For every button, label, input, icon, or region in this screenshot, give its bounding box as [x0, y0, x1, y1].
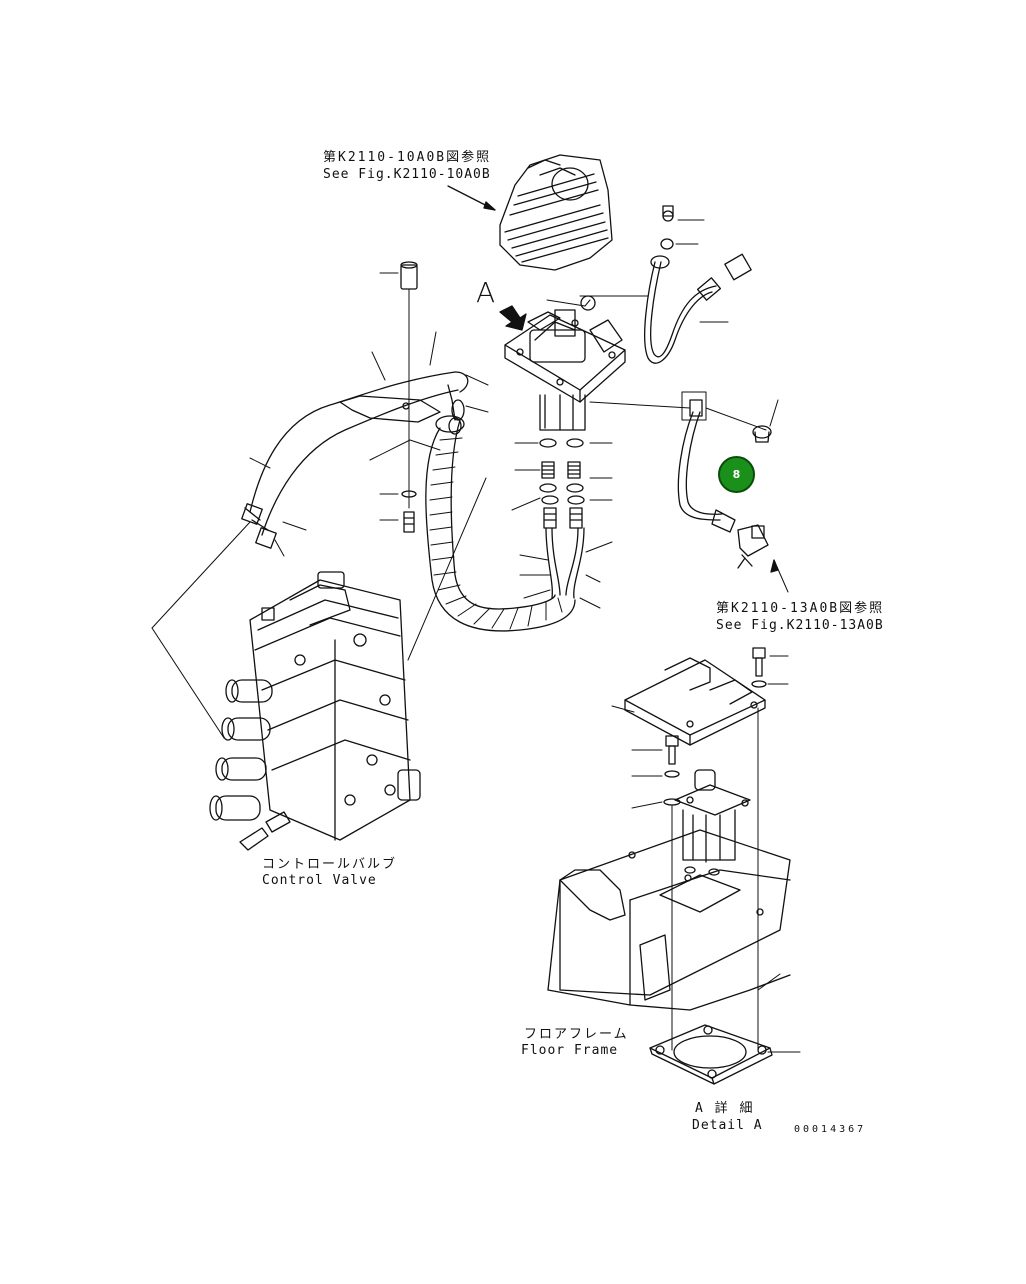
- upper-left-hoses: [241, 371, 469, 549]
- joystick-boot-drawing: [499, 154, 613, 271]
- view-a-arrow: [499, 305, 527, 331]
- control-valve-label-jp: コントロールバルブ: [262, 857, 398, 872]
- hose-loom: [425, 415, 576, 632]
- callout-marker[interactable]: 8: [718, 456, 755, 493]
- solenoid-hose: [589, 391, 789, 593]
- floor-frame-label-en: Floor Frame: [521, 1043, 619, 1058]
- detail-a-label-jp: A 詳 細: [695, 1101, 755, 1116]
- floor-frame-drawing: [547, 829, 791, 1011]
- pilot-hose-pair: [545, 527, 585, 599]
- standoff-bolt: [379, 261, 418, 533]
- right-upper-hoses: [579, 205, 752, 364]
- joystick-reference-jp: 第K2110-10A0B図参照: [323, 150, 492, 165]
- mounting-bracket-drawing: [611, 657, 766, 1051]
- control-valve-drawing: [209, 571, 421, 851]
- drawing-number: 00014367: [794, 1124, 867, 1135]
- pilot-valve-drawing: [504, 309, 626, 431]
- solenoid-reference-jp: 第K2110-13A0B図参照: [716, 601, 885, 616]
- detail-a-plate: [649, 973, 801, 1085]
- fitting-stack: [539, 438, 585, 529]
- floor-frame-label-jp: フロアフレーム: [524, 1027, 629, 1042]
- solenoid-reference-en: See Fig.K2110-13A0B: [716, 618, 884, 633]
- pilot-valve-detail: [671, 769, 751, 1051]
- view-a-label: A: [476, 276, 496, 309]
- control-valve-label-en: Control Valve: [262, 873, 377, 888]
- detail-a-label-en: Detail A: [692, 1118, 763, 1133]
- joystick-reference-en: See Fig.K2110-10A0B: [323, 167, 491, 182]
